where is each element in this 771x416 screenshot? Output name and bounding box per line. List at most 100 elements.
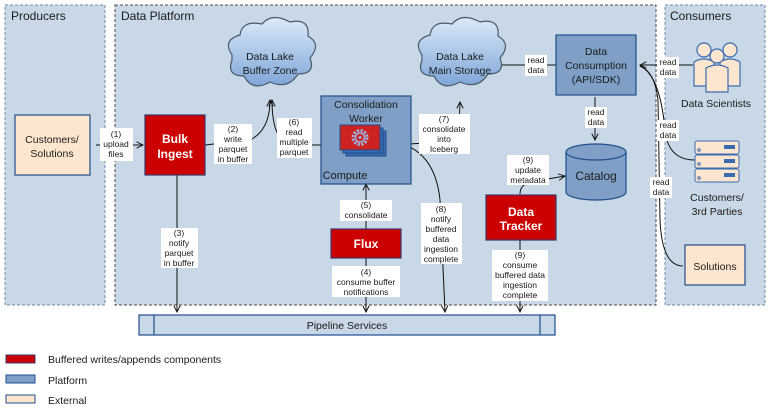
node-pipeline-services: Pipeline Services <box>138 314 556 336</box>
legend: Buffered writes/appends components Platf… <box>5 354 221 407</box>
svg-text:consume: consume <box>503 260 538 270</box>
svg-text:Platform: Platform <box>48 375 87 387</box>
svg-text:upload: upload <box>103 139 129 149</box>
node-catalog: Catalog <box>565 143 627 201</box>
svg-text:Tracker: Tracker <box>500 219 543 233</box>
gear-icon <box>351 129 369 146</box>
zone-consumers-title: Consumers <box>670 9 731 23</box>
svg-text:Buffer Zone: Buffer Zone <box>243 65 298 77</box>
zone-producers-title: Producers <box>11 9 66 23</box>
node-compute: Consolidation Worker Compute <box>320 95 412 185</box>
zone-platform-title: Data Platform <box>121 9 194 23</box>
svg-text:data: data <box>660 130 677 140</box>
svg-text:parquet: parquet <box>280 147 309 157</box>
node-solutions: Solutions <box>684 244 746 286</box>
svg-text:Catalog: Catalog <box>575 169 616 183</box>
svg-text:(6): (6) <box>289 117 300 127</box>
svg-text:(2): (2) <box>228 124 239 134</box>
svg-text:(3): (3) <box>174 228 185 238</box>
svg-text:Buffered writes/appends compon: Buffered writes/appends components <box>48 354 221 366</box>
svg-text:read: read <box>587 107 604 117</box>
label-upload-files: (1) upload files <box>100 128 133 161</box>
label-read-cust: read data <box>657 120 679 141</box>
svg-text:Data: Data <box>508 205 534 219</box>
label-consolidate: (5) consolidate <box>340 200 392 221</box>
svg-text:Compute: Compute <box>323 170 368 182</box>
svg-text:(5): (5) <box>361 200 372 210</box>
svg-text:notify: notify <box>431 214 452 224</box>
svg-text:notify: notify <box>169 238 190 248</box>
svg-text:Bulk: Bulk <box>162 132 188 146</box>
node-buffer-zone: Data Lake Buffer Zone <box>227 16 317 87</box>
legend-item-buffered: Buffered writes/appends components <box>5 354 221 366</box>
svg-text:(8): (8) <box>436 204 447 214</box>
svg-text:read: read <box>285 127 302 137</box>
label-read-catalog: read data <box>585 107 607 128</box>
server-icon <box>694 140 740 183</box>
svg-text:Pipeline Services: Pipeline Services <box>307 320 388 332</box>
legend-item-external: External <box>5 394 87 407</box>
svg-text:read: read <box>659 120 676 130</box>
svg-text:Customers/: Customers/ <box>25 134 79 146</box>
svg-text:read: read <box>527 55 544 65</box>
svg-text:consolidate: consolidate <box>344 210 387 220</box>
node-flux: Flux <box>330 228 402 259</box>
svg-text:data: data <box>588 117 605 127</box>
node-main-storage: Data Lake Main Storage <box>417 16 507 87</box>
svg-text:complete: complete <box>503 290 538 300</box>
svg-text:Worker: Worker <box>349 113 383 125</box>
svg-text:data: data <box>653 187 670 197</box>
svg-text:in buffer: in buffer <box>164 258 195 268</box>
svg-text:Solutions: Solutions <box>30 148 73 160</box>
svg-text:consume buffer: consume buffer <box>337 277 396 287</box>
svg-text:ingestion: ingestion <box>424 244 458 254</box>
svg-text:External: External <box>48 395 87 407</box>
svg-text:(1): (1) <box>111 129 122 139</box>
svg-text:ingestion: ingestion <box>503 280 537 290</box>
svg-text:in buffer: in buffer <box>218 154 249 164</box>
svg-text:Flux: Flux <box>354 237 379 251</box>
label-notify-parquet: (3) notify parquet in buffer <box>161 228 198 268</box>
svg-text:complete: complete <box>424 254 459 264</box>
svg-text:data: data <box>660 67 677 77</box>
label-update-metadata: (9) update metadata <box>507 155 549 185</box>
svg-text:consolidate: consolidate <box>422 124 465 134</box>
label-notify-complete: (8) notify buffered data ingestion compl… <box>421 203 462 264</box>
svg-text:multiple: multiple <box>279 137 309 147</box>
svg-text:read: read <box>659 57 676 67</box>
svg-text:(7): (7) <box>439 114 450 124</box>
svg-text:Solutions: Solutions <box>693 261 736 273</box>
svg-text:Data: Data <box>585 46 607 58</box>
label-consume-notifications: (4) consume buffer notifications <box>332 266 400 297</box>
label-read-ds: read data <box>657 57 679 78</box>
svg-text:notifications: notifications <box>344 287 389 297</box>
svg-text:data: data <box>528 65 545 75</box>
svg-text:Customers/: Customers/ <box>690 192 744 204</box>
cloud-icon <box>417 16 507 87</box>
svg-text:Main Storage: Main Storage <box>429 65 492 77</box>
svg-text:Ingest: Ingest <box>157 147 192 161</box>
cloud-icon <box>227 16 317 87</box>
svg-text:write: write <box>223 134 242 144</box>
label-consume-buffered: (9) consume buffered data ingestion comp… <box>492 250 548 301</box>
svg-text:buffered data: buffered data <box>495 270 545 280</box>
edge-labels: (1) upload files (2) write parquet in bu… <box>100 55 679 301</box>
label-consolidate-iceberg: (7) consolidate into Iceberg <box>419 114 470 154</box>
svg-text:into: into <box>437 134 451 144</box>
label-read-sol: read data <box>650 177 672 198</box>
svg-text:read: read <box>652 177 669 187</box>
svg-text:Iceberg: Iceberg <box>430 144 459 154</box>
node-data-consumption: Data Consumption (API/SDK) <box>555 34 637 96</box>
node-data-tracker: Data Tracker <box>485 194 557 241</box>
label-read-multiple: (6) read multiple parquet <box>277 117 312 158</box>
label-read-main: read data <box>525 55 547 76</box>
node-bulk-ingest: Bulk Ingest <box>144 114 206 176</box>
svg-text:metadata: metadata <box>510 175 546 185</box>
edge-read-sol <box>639 65 684 267</box>
svg-text:Data Lake: Data Lake <box>436 51 484 63</box>
node-customers-3rd-parties: Customers/ 3rd Parties <box>690 140 744 218</box>
svg-text:(4): (4) <box>361 267 372 277</box>
label-write-parquet: (2) write parquet in buffer <box>214 124 252 164</box>
legend-item-platform: Platform <box>5 374 87 387</box>
